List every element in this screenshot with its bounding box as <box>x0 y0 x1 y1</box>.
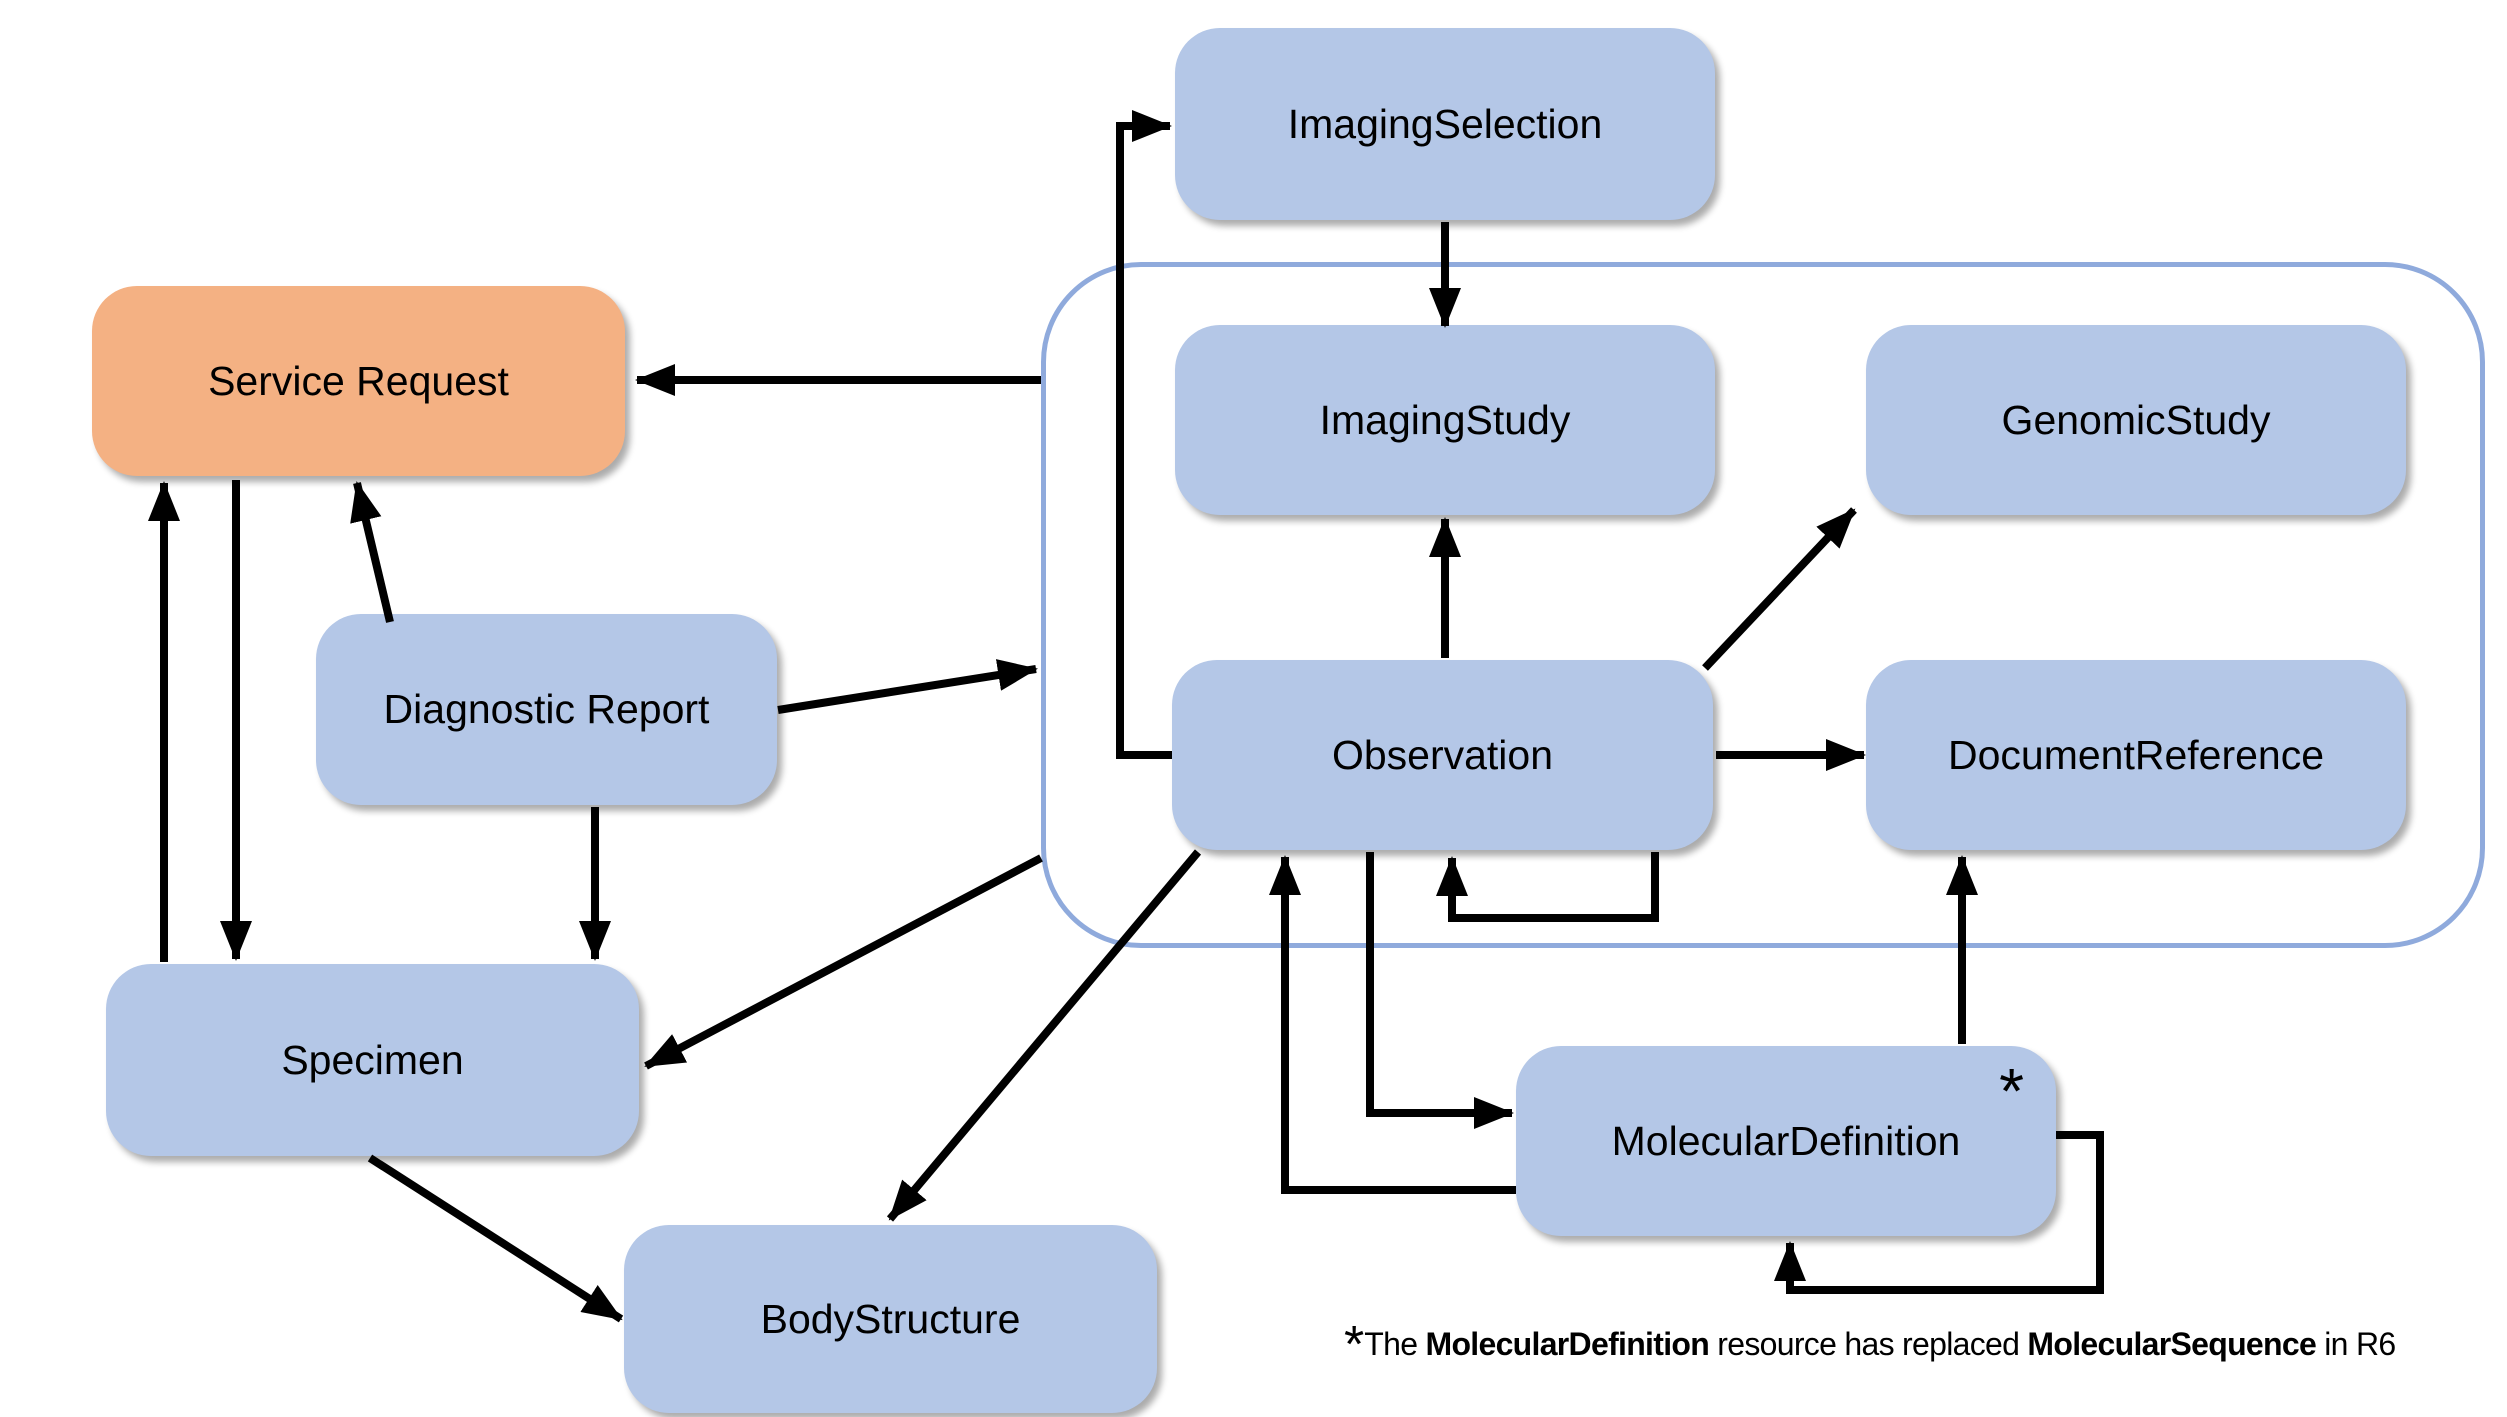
node-genomic-study: GenomicStudy <box>1866 325 2406 515</box>
footnote-text-3: in R6 <box>2316 1326 2396 1362</box>
node-service-request: Service Request <box>92 286 625 476</box>
footnote-text-1: The <box>1364 1326 1426 1362</box>
arrow-specimen-to-bodystructure <box>367 1154 624 1323</box>
node-document-reference-label: DocumentReference <box>1947 731 2325 778</box>
node-imaging-study: ImagingStudy <box>1175 325 1715 515</box>
node-imaging-selection: ImagingSelection <box>1175 28 1715 220</box>
footnote-text-2: resource has replaced <box>1709 1326 2028 1362</box>
arrow-diagnosticreport-to-servicerequest <box>350 481 394 623</box>
node-document-reference: DocumentReference <box>1866 660 2406 850</box>
grouped-resources-container <box>1041 262 2485 948</box>
node-diagnostic-report-label: Diagnostic Report <box>383 686 710 732</box>
node-imaging-selection-label: ImagingSelection <box>1287 100 1603 147</box>
molecular-definition-asterisk: * <box>1999 1055 2024 1127</box>
node-observation-label: Observation <box>1331 731 1554 778</box>
node-body-structure-label: BodyStructure <box>760 1295 1021 1342</box>
footnote-asterisk: * <box>1344 1316 1365 1374</box>
node-molecular-definition-label: MolecularDefinition <box>1611 1117 1961 1164</box>
arrow-group-to-specimen <box>644 854 1043 1070</box>
node-observation: Observation <box>1172 660 1713 850</box>
node-service-request-label: Service Request <box>208 357 509 404</box>
node-molecular-definition: MolecularDefinition * <box>1516 1046 2056 1236</box>
footnote-bold-1: MolecularDefinition <box>1425 1326 1710 1362</box>
node-body-structure: BodyStructure <box>624 1225 1157 1413</box>
node-genomic-study-label: GenomicStudy <box>2001 396 2271 443</box>
node-imaging-study-label: ImagingStudy <box>1319 396 1571 443</box>
node-specimen: Specimen <box>106 964 639 1156</box>
footnote: *The MolecularDefinition resource has re… <box>1344 1319 2396 1371</box>
arrow-diagnosticreport-to-group <box>777 659 1038 714</box>
node-specimen-label: Specimen <box>281 1036 464 1083</box>
footnote-bold-2: MolecularSequence <box>2027 1326 2317 1362</box>
node-diagnostic-report: Diagnostic Report <box>316 614 777 805</box>
